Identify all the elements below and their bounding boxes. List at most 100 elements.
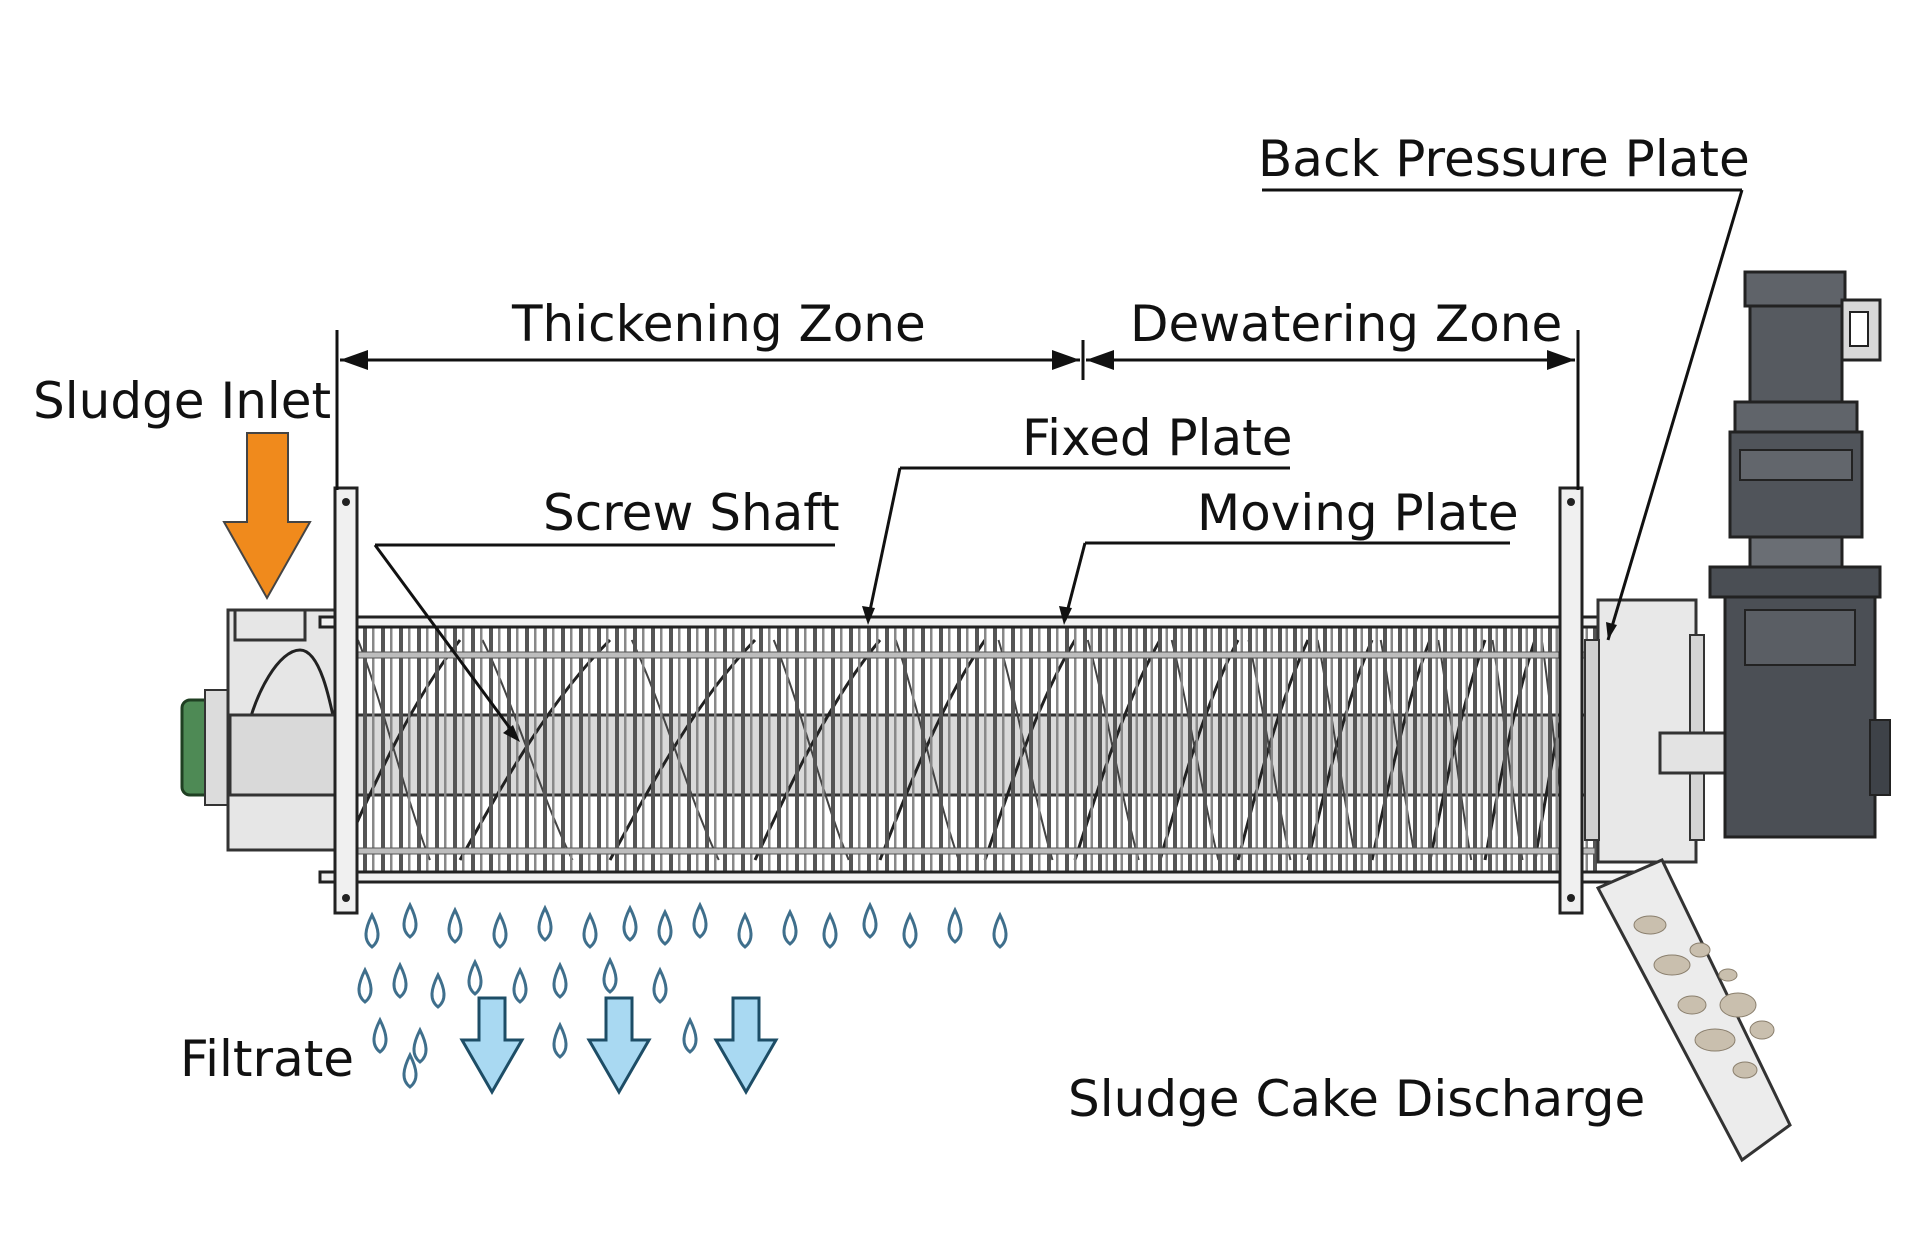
leader-arrowheads xyxy=(503,606,1617,742)
screw-flight-back xyxy=(772,639,850,861)
label-back-pressure-plate: Back Pressure Plate xyxy=(1258,130,1750,188)
moving-plate xyxy=(1090,628,1093,872)
moving-plate xyxy=(1285,628,1288,872)
fixed-plate xyxy=(957,628,961,872)
moving-plate xyxy=(1435,628,1438,872)
fixed-plate xyxy=(1413,628,1417,872)
moving-plate xyxy=(1195,628,1198,872)
moving-plate xyxy=(1555,628,1558,872)
label-sludge-inlet: Sludge Inlet xyxy=(33,372,331,430)
moving-plate xyxy=(678,628,681,872)
label-screw-shaft: Screw Shaft xyxy=(543,484,840,542)
moving-plate xyxy=(1480,628,1483,872)
moving-plate xyxy=(948,628,951,872)
fixed-plate xyxy=(759,628,763,872)
moving-plate xyxy=(498,628,501,872)
fixed-plate xyxy=(1263,628,1267,872)
moving-plate xyxy=(372,628,375,872)
fixed-plate xyxy=(1548,628,1552,872)
fixed-plate xyxy=(795,628,799,872)
fixed-plate xyxy=(1083,628,1087,872)
sludge-cake-chute xyxy=(1595,858,1792,1163)
label-filtrate: Filtrate xyxy=(180,1030,354,1088)
fixed-plate xyxy=(1248,628,1252,872)
fixed-plate xyxy=(1503,628,1507,872)
moving-plate xyxy=(930,628,933,872)
screw-flight-back xyxy=(1316,639,1357,861)
filtrate-drop xyxy=(657,908,673,946)
inlet-arrow-icon xyxy=(222,432,312,601)
screw-flight xyxy=(1236,639,1310,861)
moving-plate xyxy=(1360,628,1363,872)
fixed-plate xyxy=(435,628,439,872)
moving-plate xyxy=(588,628,591,872)
fixed-plate xyxy=(453,628,457,872)
fixed-plate xyxy=(1233,628,1237,872)
moving-plate xyxy=(1390,628,1393,872)
moving-plate xyxy=(1300,628,1303,872)
moving-plate xyxy=(444,628,447,872)
label-fixed-plate: Fixed Plate xyxy=(1022,409,1293,467)
fixed-plate xyxy=(489,628,493,872)
moving-plate xyxy=(1074,628,1077,872)
filtrate-drop xyxy=(537,904,553,942)
moving-plate xyxy=(1450,628,1453,872)
moving-plate xyxy=(1180,628,1183,872)
moving-plate xyxy=(1510,628,1513,872)
fixed-plate xyxy=(813,628,817,872)
fixed-plate xyxy=(1113,628,1117,872)
moving-plate xyxy=(1165,628,1168,872)
fixed-plate xyxy=(1293,628,1297,872)
moving-plate xyxy=(966,628,969,872)
moving-plate xyxy=(768,628,771,872)
moving-plate xyxy=(1135,628,1138,872)
filtrate-drop xyxy=(782,908,798,946)
filtrate-arrow-icon xyxy=(459,996,779,1096)
moving-plate xyxy=(984,628,987,872)
fixed-plate xyxy=(687,628,691,872)
screw-flight-back xyxy=(1247,639,1292,861)
fixed-plate xyxy=(1188,628,1192,872)
fixed-plate xyxy=(1473,628,1477,872)
fixed-plate xyxy=(1047,628,1051,872)
fixed-plate xyxy=(939,628,943,872)
fixed-plate xyxy=(1158,628,1162,872)
filtrate-drop xyxy=(392,961,408,999)
filtrate-drop xyxy=(582,911,598,949)
moving-plate xyxy=(462,628,465,872)
moving-plate xyxy=(1540,628,1543,872)
moving-plate xyxy=(570,628,573,872)
fixed-plate xyxy=(885,628,889,872)
moving-plate xyxy=(1038,628,1041,872)
filtrate-drop xyxy=(652,966,668,1004)
fixed-plate xyxy=(471,628,475,872)
fixed-plate xyxy=(1011,628,1015,872)
fixed-plate xyxy=(831,628,835,872)
fixed-plate xyxy=(921,628,925,872)
moving-plate xyxy=(1240,628,1243,872)
moving-plate xyxy=(804,628,807,872)
fixed-plate xyxy=(1488,628,1492,872)
moving-plate xyxy=(876,628,879,872)
moving-plate xyxy=(1255,628,1258,872)
fixed-plate xyxy=(993,628,997,872)
fixed-plate xyxy=(597,628,601,872)
moving-plate xyxy=(732,628,735,872)
filtrate-drop xyxy=(430,971,446,1009)
fixed-plate xyxy=(1203,628,1207,872)
moving-plate xyxy=(1020,628,1023,872)
filtrate-drop xyxy=(447,906,463,944)
filtrate-drop xyxy=(552,961,568,999)
fixed-plate xyxy=(1338,628,1342,872)
moving-plate xyxy=(1495,628,1498,872)
filtrate-drop xyxy=(467,958,483,996)
fixed-plate xyxy=(1218,628,1222,872)
filtrate-drop xyxy=(364,911,380,949)
fixed-plate xyxy=(867,628,871,872)
moving-plate xyxy=(1120,628,1123,872)
moving-plate xyxy=(606,628,609,872)
moving-plate xyxy=(1375,628,1378,872)
filtrate-drop xyxy=(947,906,963,944)
moving-plate xyxy=(516,628,519,872)
moving-plate xyxy=(1210,628,1213,872)
